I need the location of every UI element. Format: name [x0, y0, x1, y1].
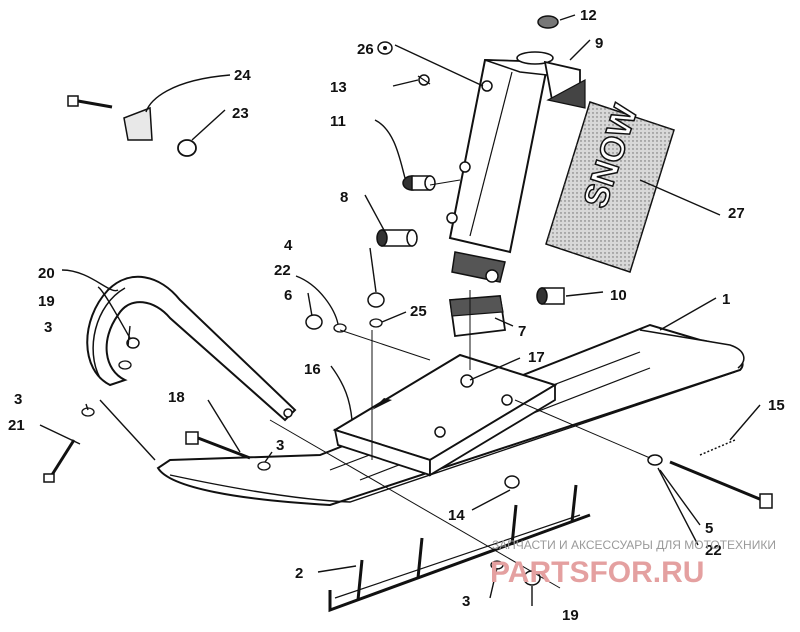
callout-14: 14	[448, 507, 465, 524]
spindle-9	[446, 51, 586, 283]
watermark-line2: PARTSFOR.RU	[490, 556, 704, 589]
washer-25	[369, 318, 383, 328]
callout-25: 25	[410, 303, 427, 320]
pin-15	[699, 439, 736, 456]
saddle-16	[332, 353, 558, 477]
callout-5: 5	[705, 520, 713, 537]
leader-lines	[39, 14, 761, 606]
callout-8: 8	[340, 189, 348, 206]
callout-4: 4	[284, 237, 293, 254]
nut-14	[504, 475, 520, 489]
callout-2: 2	[295, 565, 303, 582]
nut-23	[177, 139, 197, 157]
washer-22-right	[647, 454, 663, 466]
nut-6	[305, 314, 323, 330]
callout-22-right: 22	[705, 542, 722, 559]
callout-3-mid: 3	[276, 437, 284, 454]
bushing-8	[376, 229, 418, 247]
callout-19-lower: 19	[562, 607, 579, 624]
callout-18: 18	[168, 389, 185, 406]
callout-labels: 1 2 3 3 3 3 4 5 6 7 8 9 10 11 12 13 14 1…	[8, 7, 785, 624]
bolt-21	[43, 439, 76, 483]
callout-11: 11	[330, 113, 346, 130]
bushing-11	[402, 175, 436, 191]
callout-19-upper: 19	[38, 293, 55, 310]
callout-7: 7	[518, 323, 526, 340]
washer-26	[377, 41, 393, 55]
callout-24: 24	[234, 67, 251, 84]
screw-13	[417, 74, 431, 86]
callout-22-left: 22	[274, 262, 291, 279]
callout-17: 17	[528, 349, 545, 366]
callout-21: 21	[8, 417, 25, 434]
callout-15: 15	[768, 397, 785, 414]
bolt-24	[67, 95, 113, 109]
washer-3-mid	[257, 461, 271, 471]
bolt-18	[185, 431, 251, 460]
bushing-10	[536, 287, 565, 305]
centerlines	[269, 179, 651, 589]
watermark: ЗАПЧАСТИ И АКСЕССУАРЫ ДЛЯ МОТОТЕХНИКИ PA…	[490, 538, 776, 589]
callout-23: 23	[232, 105, 249, 122]
block-7	[448, 295, 507, 337]
callout-3-lower: 3	[462, 593, 470, 610]
callout-13: 13	[330, 79, 347, 96]
cap-12	[537, 15, 559, 29]
nut-19-upper	[126, 337, 140, 349]
decal-27: SNOW	[545, 99, 675, 273]
watermark-line1: ЗАПЧАСТИ И АКСЕССУАРЫ ДЛЯ МОТОТЕХНИКИ	[492, 538, 776, 552]
nut-4	[367, 292, 385, 308]
washer-3-upper	[118, 360, 132, 370]
callout-1: 1	[722, 291, 730, 308]
callout-12: 12	[580, 7, 597, 24]
callout-9: 9	[595, 35, 603, 52]
callout-3-upper: 3	[44, 319, 52, 336]
wear-bar-2	[328, 484, 591, 613]
callout-20: 20	[38, 265, 55, 282]
callout-6: 6	[284, 287, 292, 304]
washer-22-left	[333, 323, 347, 333]
callout-3-left: 3	[14, 391, 22, 408]
bracket-24	[123, 106, 153, 141]
ski-loop-20	[86, 275, 297, 422]
bolt-5	[669, 460, 773, 509]
callout-10: 10	[610, 287, 627, 304]
callout-26: 26	[357, 41, 374, 58]
callout-16: 16	[304, 361, 321, 378]
callout-27: 27	[728, 205, 745, 222]
